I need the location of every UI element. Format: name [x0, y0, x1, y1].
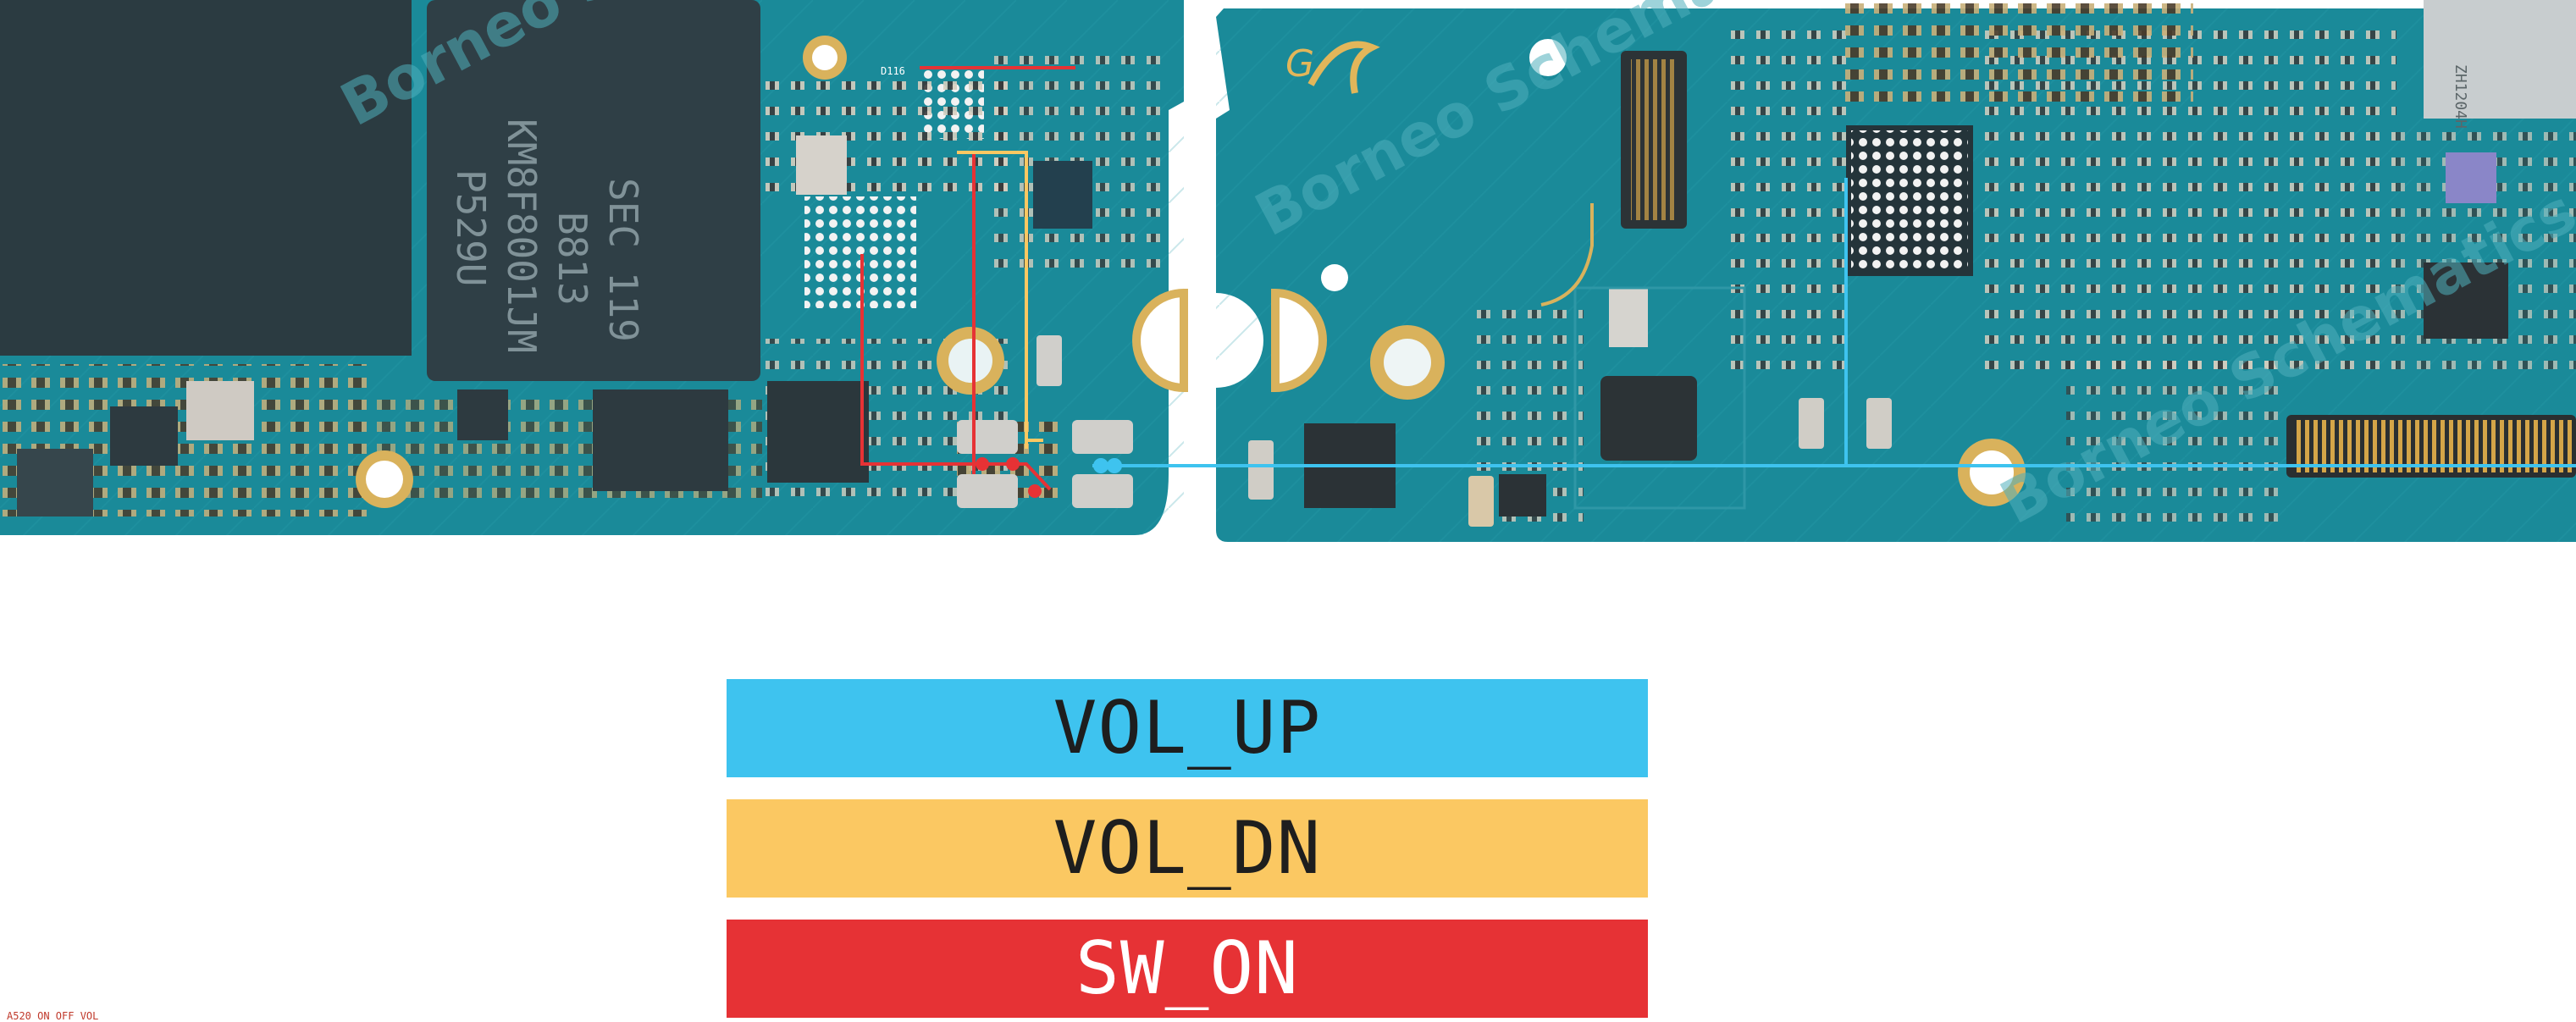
chip-text-km8: KM8F8001JM	[499, 119, 544, 353]
pcb-board-photo: SEC 119 B813 KM8F8001JM P529U	[0, 0, 2576, 542]
chip-text-b813: B813	[550, 212, 595, 306]
component-label-zh: ZH1204H	[2452, 64, 2469, 129]
legend-sw-on-label: SW_ON	[1075, 926, 1299, 1011]
bga-pad-right	[1851, 130, 1968, 271]
memory-chip-2	[427, 0, 760, 381]
component-label-d116: D116	[881, 65, 905, 77]
legend-vol-dn-label: VOL_DN	[1053, 806, 1322, 891]
chip-text-p529: P529U	[448, 169, 494, 286]
logo-text: G	[1285, 42, 1314, 86]
trace-vol-dn	[957, 151, 1043, 449]
chip-text-sec: SEC 119	[600, 178, 646, 342]
trace-vol-up	[1092, 178, 2576, 473]
memory-chip-1	[0, 0, 412, 356]
legend-sw-on: SW_ON	[727, 920, 1648, 1018]
legend-vol-up: VOL_UP	[727, 679, 1648, 777]
legend-vol-up-label: VOL_UP	[1053, 686, 1322, 771]
legend-vol-dn: VOL_DN	[727, 799, 1648, 898]
left-board-section: SEC 119 B813 KM8F8001JM P529U	[0, 0, 1188, 535]
trace-sw-on	[860, 66, 1075, 498]
right-board-section: G ZH1204H Borneo Schematics	[1216, 0, 2576, 542]
footer-note: A520 ON OFF VOL	[7, 1010, 99, 1022]
